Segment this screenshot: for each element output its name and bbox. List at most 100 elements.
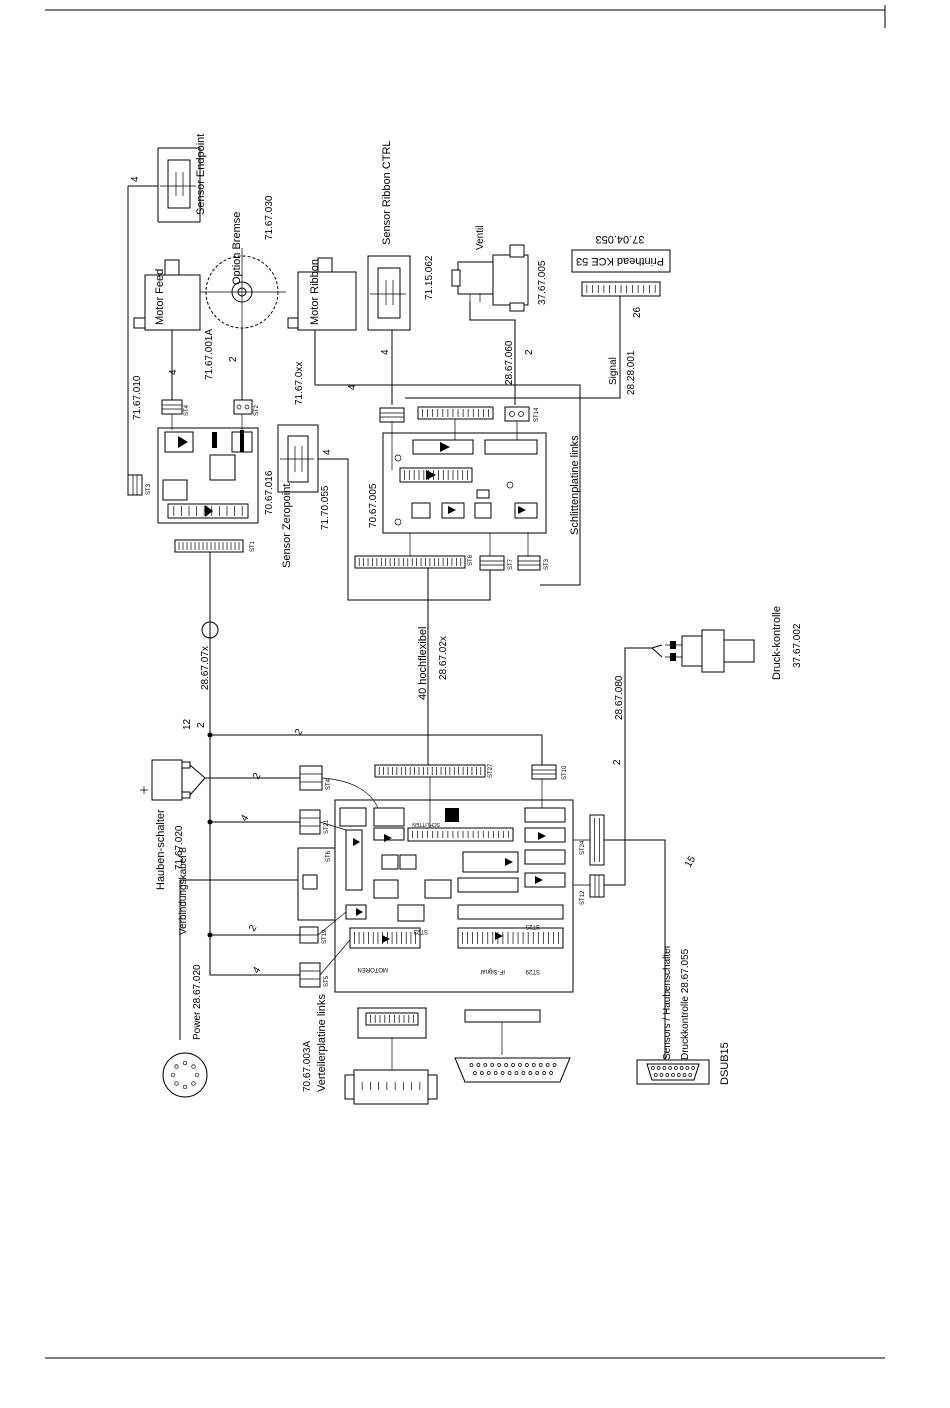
part-number: 28.28.001 [626, 350, 637, 395]
connector-printhead-ribbon [417, 406, 494, 420]
connector-pin [191, 1064, 196, 1069]
connector-pin [651, 1066, 655, 1070]
connector-pin [552, 1063, 557, 1067]
connector-pin [504, 1063, 508, 1067]
verteilerplatine-label: Verteilerplatine links [316, 994, 328, 1092]
connector-pin [170, 1072, 176, 1078]
wire-count: Verbindungskabel 8 [178, 847, 189, 935]
connector-st12: ST12 [580, 874, 605, 905]
connector-pin [535, 1071, 540, 1075]
connector-st10: ST10 [531, 764, 568, 780]
connector-pin [653, 1073, 658, 1077]
verteilerplatine: SCHLITTEN MOTOREN ST23 ST29 IF-Signal ST… [334, 799, 574, 993]
printhead-label: Printhead KCE 53 [576, 255, 664, 267]
wire-count: 4 [380, 349, 391, 355]
connector-pin [476, 1063, 481, 1067]
svg-text:ST3: ST3 [146, 483, 152, 495]
motoren-cable-connector [357, 1007, 427, 1039]
connector-pin [182, 1084, 188, 1090]
connector-pin [656, 1066, 661, 1070]
svg-text:IF-Signal: IF-Signal [481, 968, 505, 974]
connector-pin [194, 1072, 200, 1078]
svg-text:ST27: ST27 [488, 763, 494, 778]
svg-text:SCHLITTEN: SCHLITTEN [412, 821, 440, 827]
connector-pin [514, 1071, 519, 1075]
connector-pin [473, 1071, 477, 1075]
wire-count: 2 [612, 759, 623, 765]
connector-pin [691, 1066, 695, 1070]
sensor-ribbon-ctrl-label: Sensor Ribbon CTRL [381, 140, 393, 245]
dsub15-label: DSUB15 [719, 1042, 731, 1085]
wire-count: 2 [524, 349, 535, 355]
connector-pin [665, 1073, 670, 1077]
connector-st3-left: ST3 [127, 474, 152, 496]
svg-text:ST2: ST2 [254, 404, 260, 416]
svg-text:ST29: ST29 [525, 968, 540, 974]
connector-pin [531, 1063, 536, 1067]
part-number: 71.67.030 [264, 195, 275, 240]
connector-pin [507, 1071, 512, 1075]
motor-ribbon: Motor Ribbon [287, 257, 357, 331]
svg-text:ST12: ST12 [580, 890, 586, 905]
connector-pin [676, 1073, 681, 1077]
druckkontrolle-label: Druck-kontrolle [771, 606, 783, 680]
motor-feed-label: Motor Feed [154, 269, 166, 325]
connector-pin [685, 1066, 690, 1070]
part-number: 37.04.053 [596, 233, 645, 245]
ventil: Ventil 37.67.005 [451, 226, 548, 312]
connector-pin [479, 1071, 484, 1075]
option-bremse: Option Bremse 71.67.030 [198, 195, 286, 336]
connector-pin [671, 1073, 675, 1077]
sensor-zeropoint-label: Sensor Zeropoint [281, 484, 293, 568]
wire-count: 2 [293, 727, 306, 738]
svg-text:ST23: ST23 [413, 928, 428, 934]
signal-label: Signal [608, 357, 619, 385]
part-number: 71.67.001A [204, 329, 215, 380]
druckkontrolle: Druck-kontrolle 37.67.002 [665, 606, 803, 680]
part-number: 28.67.080 [614, 675, 625, 720]
connector-st21: ST21 [299, 809, 330, 835]
connector-pin [528, 1071, 533, 1075]
connector-pin [191, 1081, 196, 1086]
haubenschalter-label: Hauben-schalter [155, 809, 167, 890]
druckkontrolle-code-label: Druckkontrolle 28.67.055 [680, 948, 691, 1060]
printhead-connector-pins [586, 285, 656, 293]
sensor-ribbon-ctrl: Sensor Ribbon CTRL 71.15.062 [367, 140, 435, 331]
connector-pin [662, 1066, 667, 1070]
wire-count: 26 [632, 306, 643, 318]
part-number: 28.67.060 [504, 340, 515, 385]
svg-text:MOTOREN: MOTOREN [357, 966, 388, 972]
svg-text:ST24: ST24 [580, 840, 586, 855]
schlittenplatine-label: Schlittenplatine links [569, 435, 581, 535]
connector-st27: ST27 [374, 763, 494, 778]
if-signal-cable-connector [464, 1009, 541, 1023]
connector-st7: ST7 [479, 555, 514, 571]
option-bremse-label: Option Bremse [231, 212, 243, 285]
part-number: 37.67.002 [792, 623, 803, 668]
connector-pin [542, 1071, 547, 1075]
power-din-connector [162, 1052, 208, 1098]
connector-pin [545, 1063, 550, 1067]
page-frame [45, 5, 886, 1359]
connector-pin [182, 1060, 188, 1066]
connector-pin [483, 1063, 488, 1067]
svg-text:ST4: ST4 [184, 404, 190, 416]
connector-pin [659, 1073, 664, 1077]
connector-pin [524, 1063, 529, 1067]
connector-pin [679, 1066, 684, 1070]
connector-st6: ST6 [354, 554, 474, 569]
part-number: 71.15.062 [424, 255, 435, 300]
connector-pin [486, 1071, 491, 1075]
connector-pin [674, 1066, 678, 1070]
connector-pin [682, 1073, 687, 1077]
part-number: 28.67.02x [438, 636, 449, 680]
connector-st4-haube: ST4 [299, 765, 332, 791]
connector-pin [174, 1081, 179, 1086]
svg-text:ST14: ST14 [534, 407, 540, 422]
part-number: 71.67.0xx [294, 362, 305, 405]
hochflexibel-label: 40 hochflexibel [417, 627, 429, 700]
connector-st14: ST14 [504, 406, 540, 422]
connector-st5-top [379, 407, 405, 423]
motor-feed: Motor Feed [133, 259, 201, 331]
part-number: 70.67.016 [264, 470, 275, 515]
